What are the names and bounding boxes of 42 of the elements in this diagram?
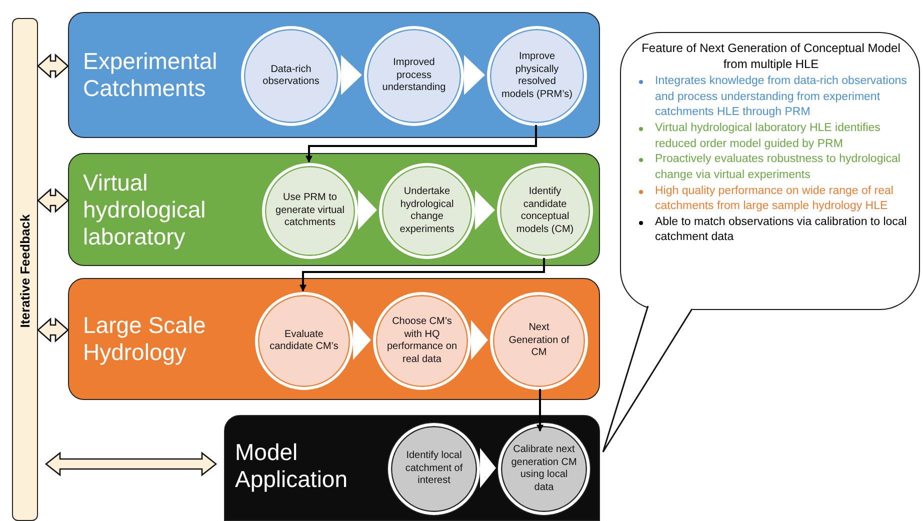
step-label: Improved process understanding (381, 57, 447, 95)
bullet-text: Integrates knowledge from data-rich observations and process understanding from experiment catchments HLE through PRM (655, 75, 907, 118)
bullet-text: Virtual hydrological laboratory HLE identifies reduced order model guided by PRM (655, 122, 880, 150)
step-label: Evaluate candidate CM’s (268, 328, 340, 354)
double-block-arrow (37, 318, 69, 342)
stage-panel (68, 12, 600, 138)
chevron-arrow (480, 448, 496, 488)
step-label: Use PRM to generate virtual catchments (275, 192, 345, 230)
connector-arrow (300, 258, 545, 292)
stage-title: Large Scale Hydrology (83, 312, 207, 366)
feedback-bar (12, 18, 38, 521)
step-label: Improve physically resolved models (PRM’s) (500, 51, 574, 101)
step-label: Choose CM’s with HQ performance on real data (386, 316, 458, 366)
step-label: Calibrate next generation CM using local data (510, 444, 578, 494)
stage-title: Experimental Catchments (83, 48, 218, 102)
step-label: Next Generation of CM (508, 322, 570, 360)
step-label: Undertake hydrological change experiments (398, 186, 456, 236)
bullet-text: Proactively evaluates robustness to hydrological change via virtual experiments (655, 153, 900, 181)
chevron-arrow (471, 320, 488, 360)
double-block-arrow (37, 188, 69, 213)
bullet-text: Able to match observations via calibration to local catchment data (655, 216, 907, 244)
stage-title: Model Application (235, 438, 349, 494)
bullet-text: High quality performance on wide range of real catchments from large sample hydrology HLE (655, 184, 894, 212)
step-label: Identify local catchment of interest (404, 450, 464, 488)
double-block-arrow (37, 54, 69, 78)
step-label: Data-rich observations (262, 64, 320, 88)
stage-panel (68, 278, 600, 400)
chevron-arrow (341, 55, 362, 95)
chevron-arrow (475, 190, 495, 230)
chevron-arrow (353, 320, 371, 360)
feedback-label: Iterative Feedback (18, 214, 32, 328)
connector-arrow (536, 389, 544, 432)
callout-heading: Feature of Next Generation of Conceptual Model from multiple HLE (640, 41, 902, 72)
chevron-arrow (464, 55, 485, 95)
stage-panel (224, 415, 600, 521)
connector-arrow (306, 125, 537, 163)
callout-bubble (620, 32, 920, 310)
stage-title: Virtual hydrological laboratory (83, 168, 207, 250)
chevron-arrow (358, 190, 377, 230)
double-block-arrow (44, 452, 218, 476)
step-label: Identify candidate conceptual models (CM) (515, 186, 575, 236)
stage-panel (68, 153, 600, 266)
